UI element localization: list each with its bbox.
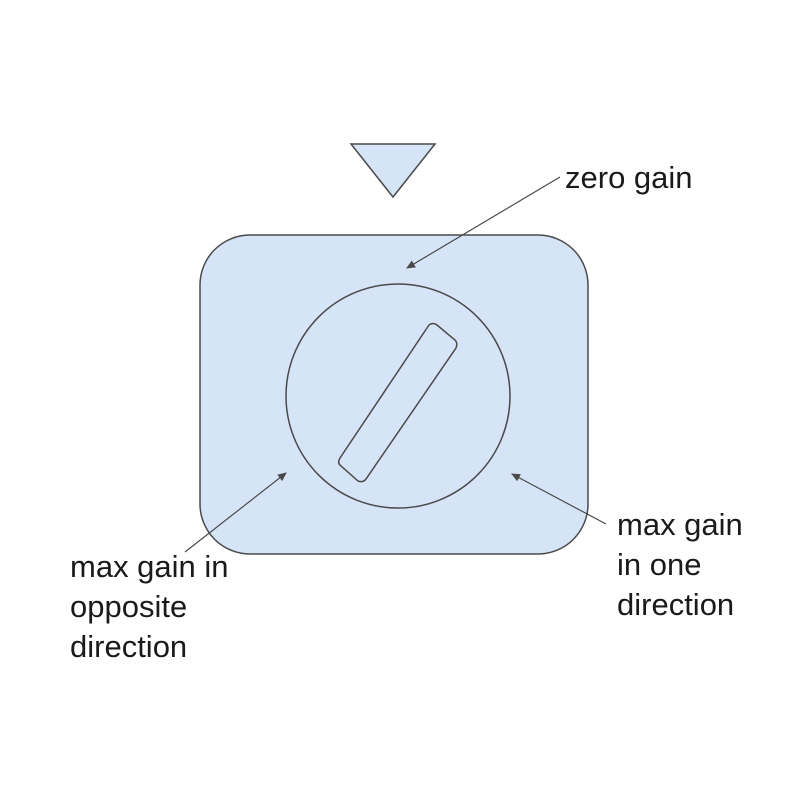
max-gain-opposite-direction-line-1: max gain in <box>70 549 229 584</box>
zero-gain-label: zero gain <box>565 158 693 198</box>
max-gain-one-direction-label: max gain in one direction <box>617 505 743 625</box>
max-gain-one-direction-line-1: max gain <box>617 507 743 542</box>
max-gain-opposite-direction-leader <box>184 472 287 553</box>
knob-indicator-slot <box>337 322 458 483</box>
zero-gain-label-line: zero gain <box>565 160 693 195</box>
max-gain-opposite-direction-line-2: opposite <box>70 589 188 624</box>
max-gain-one-direction-line-2: in one <box>617 547 702 582</box>
max-gain-opposite-direction-line-3: direction <box>70 629 188 664</box>
zero-position-pointer <box>349 143 437 199</box>
max-gain-one-direction-line-3: direction <box>617 587 735 622</box>
zero-gain-leader <box>406 176 561 269</box>
max-gain-one-direction-leader <box>511 473 607 525</box>
max-gain-opposite-direction-label: max gain in opposite direction <box>70 547 229 667</box>
